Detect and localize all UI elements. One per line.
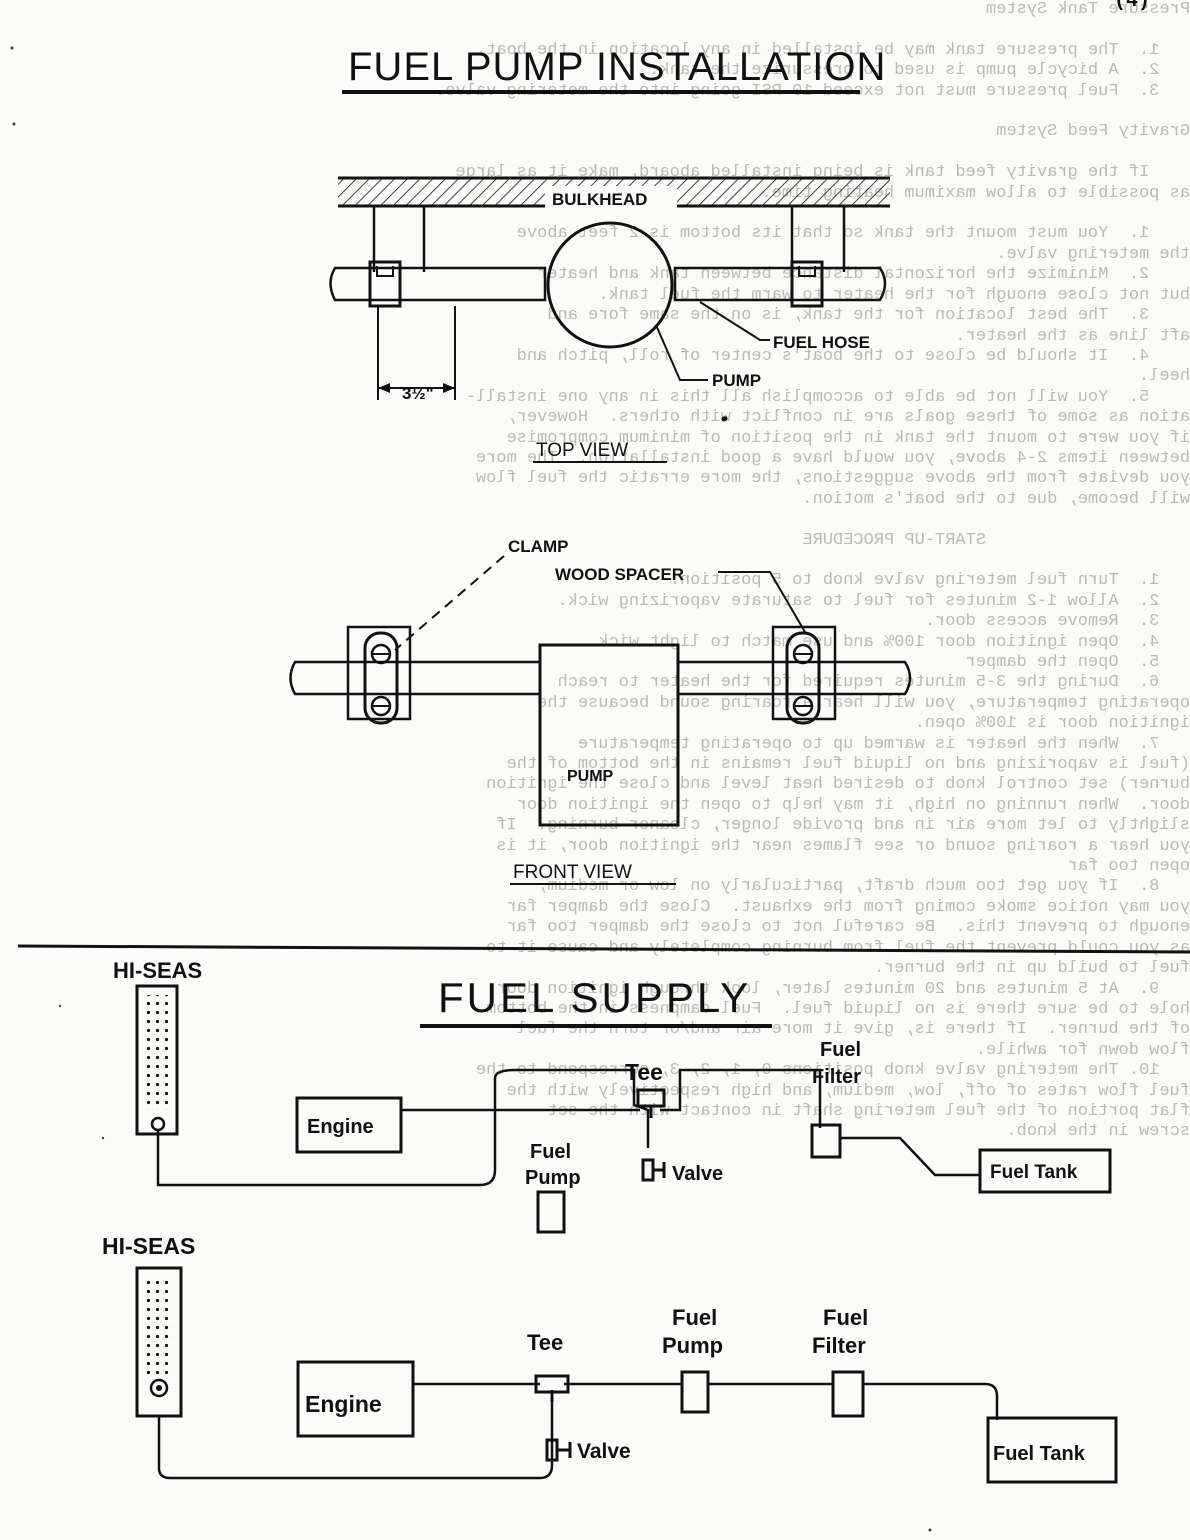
right-clamp-front: [785, 631, 821, 725]
left-wood-spacer: [346, 625, 412, 721]
front-view-caption: FRONT VIEW: [513, 862, 632, 883]
heater-grille-1: [145, 995, 169, 1110]
fuel-filter-label-2b: Filter: [812, 1333, 866, 1358]
engine-box-1: [295, 1096, 403, 1154]
fuel-filter-label-2a: Fuel: [823, 1305, 868, 1330]
section-divider: [17, 944, 1190, 954]
engine-label-1: Engine: [307, 1116, 374, 1138]
fuel-pump-label-1b: Pump: [525, 1167, 581, 1189]
heater-grille-2: [144, 1278, 174, 1376]
left-hose-top: [329, 266, 547, 302]
top-view-drawing: BULKHEAD FUEL HOSE PUMP 3½" • TOP VIEW: [329, 176, 890, 463]
heater-label-1: HI-SEAS: [113, 958, 202, 983]
pump-box-front: [538, 643, 680, 827]
fuel-supply-diagram-1: HI-SEAS Engine Tee Fuel Filter Valve Fue…: [113, 958, 1112, 1234]
fuel-pump-1: [536, 1190, 566, 1234]
heater-label-2: HI-SEAS: [102, 1233, 195, 1259]
right-wood-spacer: [771, 625, 837, 721]
fuel-tank-label-2: Fuel Tank: [993, 1443, 1086, 1465]
fuel-filter-2: [831, 1370, 865, 1418]
front-view-drawing: CLAMP WOOD SPACER PUMP FRONT VIEW: [289, 537, 912, 885]
heater-fitting-1: [150, 1116, 166, 1132]
heater-fitting-2: [149, 1378, 169, 1398]
fuel-hose-label: FUEL HOSE: [773, 333, 870, 352]
fuel-filter-label-1a: Fuel: [820, 1039, 861, 1061]
right-hose-top: [673, 266, 887, 302]
fuel-tank-box-2: [986, 1416, 1118, 1484]
scan-specks: [10, 46, 932, 1532]
right-clamp-top: [790, 260, 824, 308]
fuel-tank-label-1: Fuel Tank: [990, 1162, 1078, 1183]
top-view-caption: TOP VIEW: [536, 440, 628, 461]
fuel-pump-label-2a: Fuel: [672, 1305, 717, 1330]
dimension-label: 3½": [402, 384, 434, 403]
tee-2: [534, 1374, 570, 1394]
left-hose-front: [289, 660, 542, 696]
tee-label-1: Tee: [625, 1059, 663, 1085]
pump-installation-title-group: FUEL PUMP INSTALLATION: [342, 45, 886, 94]
fuel-supply-title-group: FUEL SUPPLY: [420, 974, 772, 1028]
pump-installation-title: FUEL PUMP INSTALLATION: [348, 45, 886, 89]
valve-label-1: Valve: [672, 1163, 723, 1185]
fuel-pump-2: [680, 1370, 710, 1414]
tee-1: [636, 1088, 666, 1108]
fuel-pump-label-1a: Fuel: [530, 1141, 571, 1163]
fuel-filter-1: [810, 1123, 842, 1159]
left-clamp-front: [363, 631, 399, 725]
clamp-label: CLAMP: [508, 537, 568, 556]
tee-label-2: Tee: [527, 1330, 563, 1355]
bulkhead-label: BULKHEAD: [552, 190, 647, 209]
pump-circle-top: [546, 221, 674, 349]
wood-spacer-label: WOOD SPACER: [555, 565, 684, 584]
left-clamp-top: [368, 260, 402, 308]
right-hose-front: [676, 660, 912, 696]
engine-box-2: [296, 1360, 415, 1438]
valve-1: [641, 1158, 655, 1182]
page-number: (4): [1113, 0, 1150, 13]
fuel-filter-label-1b: Filter: [812, 1066, 861, 1088]
valve-label-2: Valve: [577, 1440, 631, 1463]
fuel-supply-diagram-2: HI-SEAS Engine Tee Valve Fuel Pump Fuel …: [102, 1233, 1118, 1484]
pump-label-top: PUMP: [712, 371, 761, 390]
engine-label-2: Engine: [305, 1391, 382, 1417]
fuel-pump-label-2b: Pump: [662, 1333, 723, 1358]
fuel-supply-title: FUEL SUPPLY: [438, 974, 751, 1021]
pump-label-front: PUMP: [567, 768, 614, 785]
fuel-tank-box-1: [978, 1148, 1112, 1194]
